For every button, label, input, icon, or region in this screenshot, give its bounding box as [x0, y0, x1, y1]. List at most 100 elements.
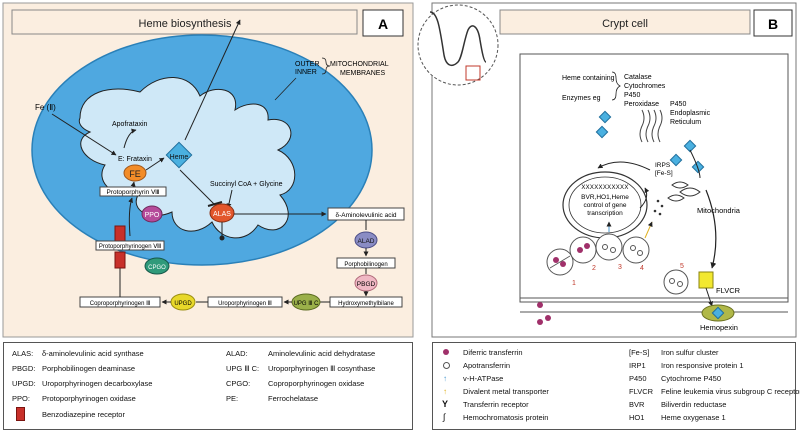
step-1: 1 — [572, 280, 576, 287]
arrow-nucleus-loop — [639, 187, 650, 209]
legend-key-2: UPG Ⅲ C: — [226, 364, 260, 373]
arrow-up-yellow-icon: ↑ — [443, 387, 447, 396]
arrow-heme-mito — [689, 149, 701, 179]
step-3: 3 — [618, 264, 622, 271]
cpgo-enzyme — [144, 257, 170, 275]
heme-diamond-b2 — [595, 125, 609, 139]
panel-a-letter-box — [362, 9, 404, 37]
label-reticulum: Reticulum — [670, 119, 701, 126]
legend-key-2: BVR — [629, 400, 645, 409]
label-hemopexin: Hemopexin — [700, 323, 738, 332]
legend-key-2: [Fe-S] — [629, 348, 650, 357]
label-p450-er: P450 — [670, 101, 686, 108]
heme-diamond-b4 — [683, 139, 697, 153]
label-cytochromes: Cytochromes — [624, 83, 666, 90]
label-peroxidase: Peroxidase — [624, 101, 659, 108]
nucleus-text-3: transcription — [587, 210, 623, 217]
endosome-5 — [663, 269, 689, 295]
nucleus-text-1: BVR,HO1,Heme — [581, 194, 629, 201]
legend-value: Protoporphyrinogen oxidase — [42, 394, 136, 403]
panel-a-title: Heme biosynthesis — [139, 18, 232, 30]
panel-a-title-box — [11, 9, 358, 35]
legend-value: Diferric transferrin — [463, 348, 523, 357]
dot-3 — [653, 209, 657, 213]
heme-diamond-b3 — [669, 153, 683, 167]
dot-4 — [658, 212, 662, 216]
alas-label: ALAS — [213, 211, 231, 218]
ppo-label: PPO — [145, 212, 160, 219]
arrow-irps-nucleus — [597, 161, 651, 171]
endoplasmic-reticulum — [639, 109, 663, 143]
hemopexin-heme — [711, 306, 725, 320]
nucleus-text-2: control of gene — [583, 202, 626, 209]
label-fes: [Fe-S] — [655, 170, 673, 177]
legend-key-2: HO1 — [629, 413, 645, 422]
cpgo-label: CPGO — [148, 265, 166, 271]
heme-diamond — [165, 141, 193, 169]
protogen-box — [95, 240, 165, 251]
legend-key-2: ALAD: — [226, 349, 248, 358]
hmb-label: Hydroxymethylbilane — [338, 301, 394, 307]
panel-b-letter-box — [753, 9, 793, 37]
benzodiazepine-receptor-outer — [114, 251, 126, 269]
legend-value-2: Iron responsive protein 1 — [661, 361, 744, 370]
step-2: 2 — [592, 265, 596, 272]
legend-a: ALAS: δ-aminolevulinic acid synthase ALA… — [3, 342, 413, 430]
label-fe2: Fe (Ⅱ) — [35, 103, 56, 112]
flvcr-transporter — [698, 271, 714, 289]
legend-value-2: Iron sulfur cluster — [661, 348, 719, 357]
alas-anchor — [219, 235, 225, 241]
legend-value-2: Ferrochelatase — [268, 394, 319, 403]
dot-2 — [660, 204, 664, 208]
legend-key-2: PE: — [226, 394, 239, 403]
label-enzymes-eg: Enzymes eg — [562, 95, 601, 102]
legend-value: Divalent metal transporter — [463, 387, 549, 396]
legend-key: PBGD: — [12, 364, 36, 373]
legend-value: Apotransferrin — [463, 361, 511, 370]
fe-label: FE — [129, 169, 141, 179]
panel-b-letter: B — [768, 16, 778, 32]
legend-value: Hemochromatosis protein — [463, 413, 549, 422]
legend-value-2: Cytochrome P450 — [661, 374, 722, 383]
heme-inhibits-alas — [179, 169, 216, 206]
legend-value: δ-aminolevulinic acid synthase — [42, 349, 144, 358]
alad-label: ALAD — [358, 238, 375, 245]
step-5: 5 — [680, 263, 684, 270]
legend-value-2: Feline leukemia virus subgroup C recepto… — [661, 387, 800, 396]
legend-key-2: CPGO: — [226, 379, 251, 388]
diferric-tf-2 — [545, 315, 551, 321]
uro-label: Uroporphyrinogen Ⅲ — [218, 301, 272, 307]
arrow-fe-heme — [145, 157, 165, 171]
legend-value: Uroporphyrinogen decarboxylase — [42, 379, 153, 388]
label-apofrataxin: Apofrataxin — [112, 121, 148, 128]
legend-value: Porphobilinogen deaminase — [42, 364, 135, 373]
panel-b-title: Crypt cell — [602, 18, 648, 30]
hemochromatosis-protein-icon: ∫ — [443, 412, 446, 422]
dot-1 — [656, 199, 660, 203]
arrow-iron-mito — [644, 221, 653, 239]
step-4: 4 — [640, 265, 644, 272]
upg3c-label: UPG Ⅲ C — [294, 301, 319, 307]
label-frataxin: E: Frataxin — [118, 156, 152, 163]
label-p450: P450 — [624, 92, 640, 99]
legend-value-2: Biliverdin reductase — [661, 400, 727, 409]
label-mitochondria: Mitochondria — [697, 206, 741, 215]
inhibit-bar — [207, 201, 223, 207]
panel-a-letter: A — [378, 16, 388, 32]
label-mitochondrial: MITOCHONDRIAL — [330, 61, 389, 68]
protogen-label: Protoporphyrinogen Ⅷ — [99, 244, 161, 250]
endosome-2 — [569, 236, 597, 264]
proto9-label: Protoporphyrin Ⅷ — [107, 189, 160, 196]
pbg-label: Porphobilinogen — [344, 262, 387, 268]
ala-label: δ-Aminolevulinic acid — [335, 212, 396, 219]
legend-key: UPGD: — [12, 379, 36, 388]
label-inner: INNER — [295, 69, 317, 76]
benzodiazepine-receptor-inner — [114, 225, 126, 243]
label-endoplasmic: Endoplasmic — [670, 110, 711, 117]
heme-diamond-b1 — [598, 110, 612, 124]
legend-key: PPO: — [12, 394, 30, 403]
diferric-tf-3 — [537, 319, 543, 325]
label-catalase: Catalase — [624, 74, 652, 81]
legend-key: ALAS: — [12, 349, 34, 358]
